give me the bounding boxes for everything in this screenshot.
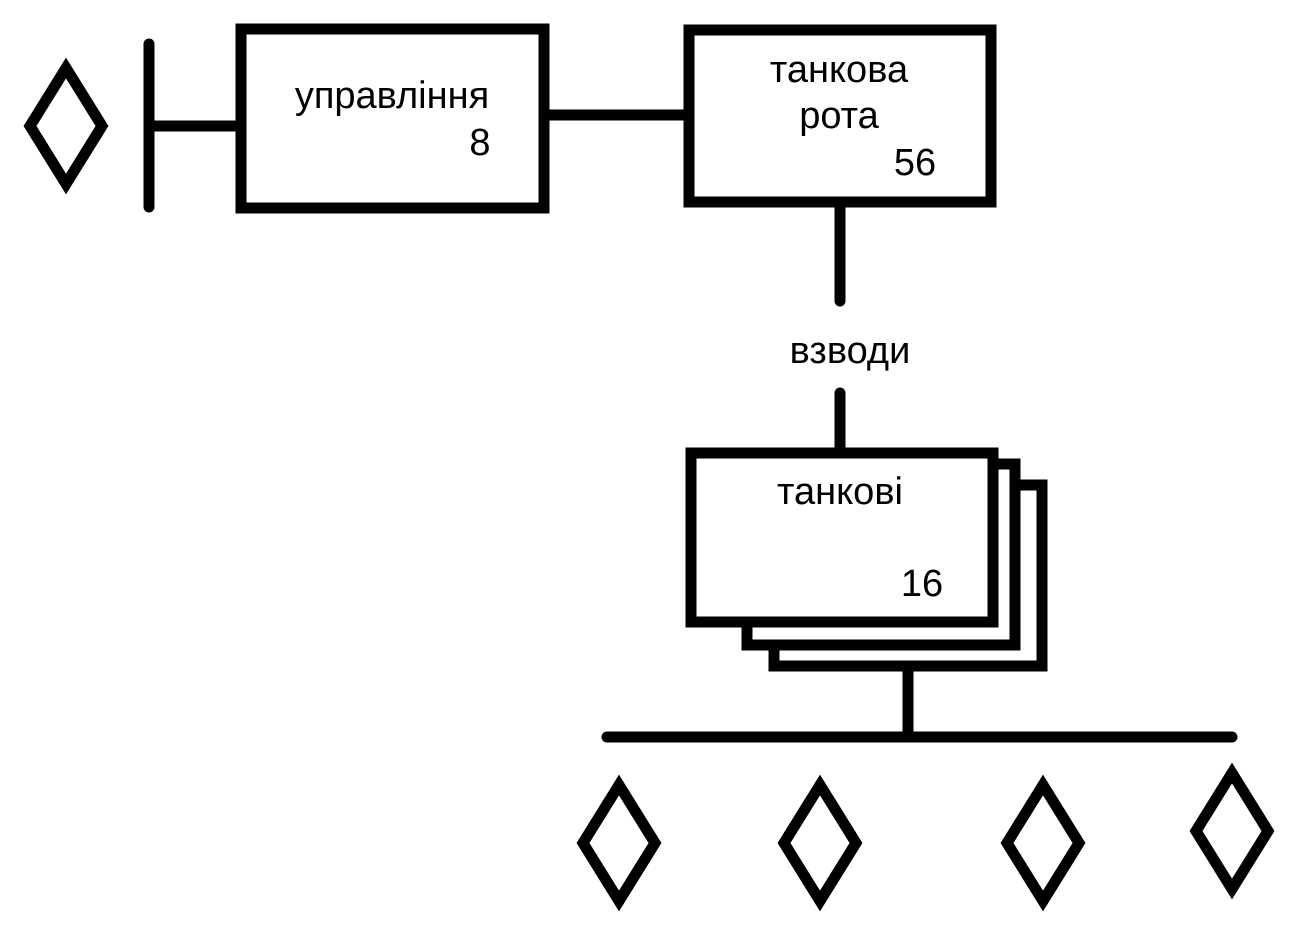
tank-diamond-icon (777, 774, 863, 912)
commander-tank-diamond-icon (23, 57, 109, 195)
tank-diamond-icon (1000, 774, 1086, 912)
company-count: 56 (894, 142, 936, 184)
management-count: 8 (469, 122, 490, 164)
platoon-box-front: танкові 16 (685, 447, 999, 628)
management-box: управління 8 (235, 23, 550, 214)
tank-company-box: танкова рота 56 (683, 24, 997, 208)
company-label-line1: танкова (770, 49, 909, 91)
platoons-connector-label: взводи (790, 330, 911, 372)
platoons-label: танкові (777, 471, 903, 513)
management-label: управління (295, 75, 489, 117)
company-label-line2: рота (799, 95, 879, 137)
tank-diamond-icon (576, 774, 662, 912)
tank-diamond-icon (1189, 762, 1275, 900)
platoons-count: 16 (901, 563, 943, 605)
